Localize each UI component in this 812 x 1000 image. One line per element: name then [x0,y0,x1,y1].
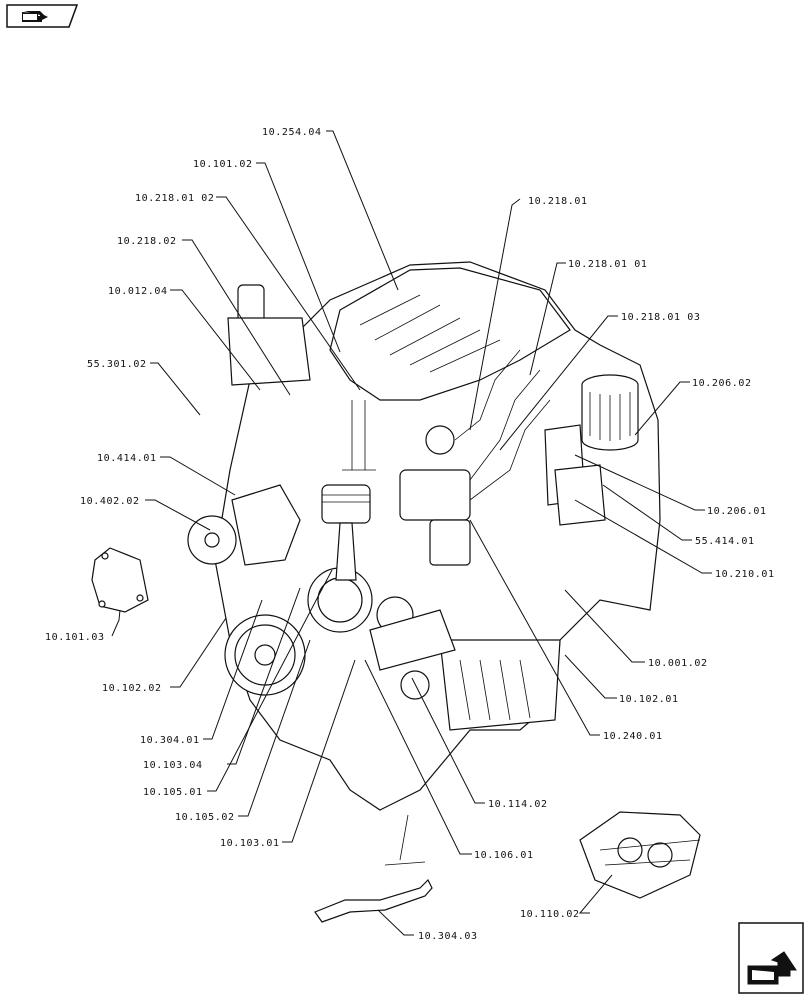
callout-10-001-02[interactable]: 10.001.02 [648,658,708,669]
callout-10-206-01[interactable]: 10.206.01 [707,506,767,517]
callout-10-102-01[interactable]: 10.102.01 [619,694,679,705]
callout-10-101-02[interactable]: 10.101.02 [193,159,253,170]
leader-lines [111,130,712,936]
callout-10-101-03[interactable]: 10.101.03 [45,632,105,643]
callout-10-012-04[interactable]: 10.012.04 [108,286,168,297]
callout-10-103-01[interactable]: 10.103.01 [220,838,280,849]
callout-55-414-01[interactable]: 55.414.01 [695,536,755,547]
callout-labels: 10.254.04 10.101.02 10.218.01 02 10.218.… [45,127,775,942]
callout-10-218-02[interactable]: 10.218.02 [117,236,177,247]
callout-10-218-01-01[interactable]: 10.218.01 01 [568,259,647,270]
callout-10-218-01-02[interactable]: 10.218.01 02 [135,193,214,204]
engine-illustration [91,261,701,923]
callout-10-218-01-03[interactable]: 10.218.01 03 [621,312,700,323]
next-page-arrow-icon [738,922,804,994]
next-page-button[interactable] [738,922,804,994]
callout-10-402-02[interactable]: 10.402.02 [80,496,140,507]
callout-10-105-02[interactable]: 10.105.02 [175,812,235,823]
callout-10-206-02[interactable]: 10.206.02 [692,378,752,389]
callout-10-105-01[interactable]: 10.105.01 [143,787,203,798]
callout-10-210-01[interactable]: 10.210.01 [715,569,775,580]
callout-10-102-02[interactable]: 10.102.02 [102,683,162,694]
callout-10-110-02[interactable]: 10.110.02 [520,909,580,920]
callout-55-301-02[interactable]: 55.301.02 [87,359,147,370]
callout-10-304-01[interactable]: 10.304.01 [140,735,200,746]
callout-10-218-01[interactable]: 10.218.01 [528,196,588,207]
book-arrow-icon [6,4,79,28]
back-to-index-button[interactable] [6,4,79,28]
callout-10-114-02[interactable]: 10.114.02 [488,799,548,810]
callout-10-106-01[interactable]: 10.106.01 [474,850,534,861]
callout-10-103-04[interactable]: 10.103.04 [143,760,203,771]
callout-10-254-04[interactable]: 10.254.04 [262,127,322,138]
callout-10-240-01[interactable]: 10.240.01 [603,731,663,742]
callout-10-414-01[interactable]: 10.414.01 [97,453,157,464]
callout-10-304-03[interactable]: 10.304.03 [418,931,478,942]
